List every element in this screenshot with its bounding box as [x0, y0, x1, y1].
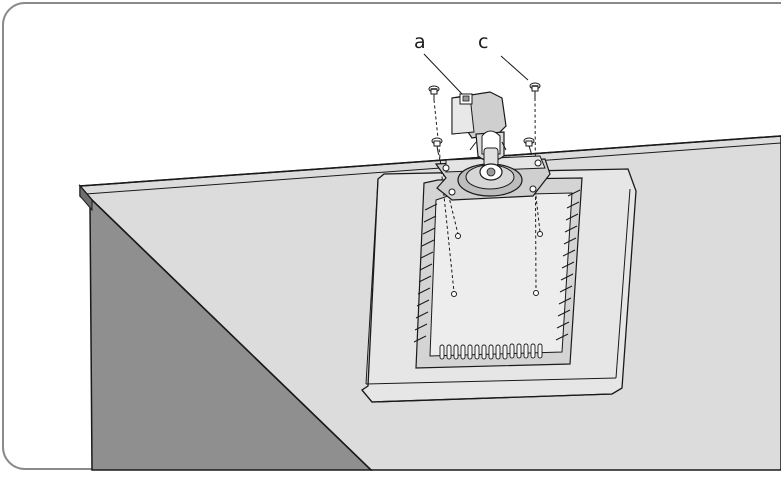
callout-c-label: c	[478, 31, 488, 53]
screw-top-right	[529, 82, 541, 98]
left-vent-slats	[413, 203, 438, 343]
callout-a-leader	[423, 53, 463, 95]
screw-lower-left	[431, 137, 443, 153]
callout-c-leader	[500, 55, 529, 81]
monitor-arm-bracket-icon	[451, 91, 507, 181]
screw-lower-right	[523, 137, 535, 153]
right-vent-slats	[555, 189, 581, 341]
screw-icon	[428, 82, 541, 153]
callout-a-label: a	[414, 31, 426, 53]
monitor-back	[361, 168, 637, 403]
screw-top-left	[428, 85, 440, 100]
bottom-vent-slats	[439, 343, 543, 360]
